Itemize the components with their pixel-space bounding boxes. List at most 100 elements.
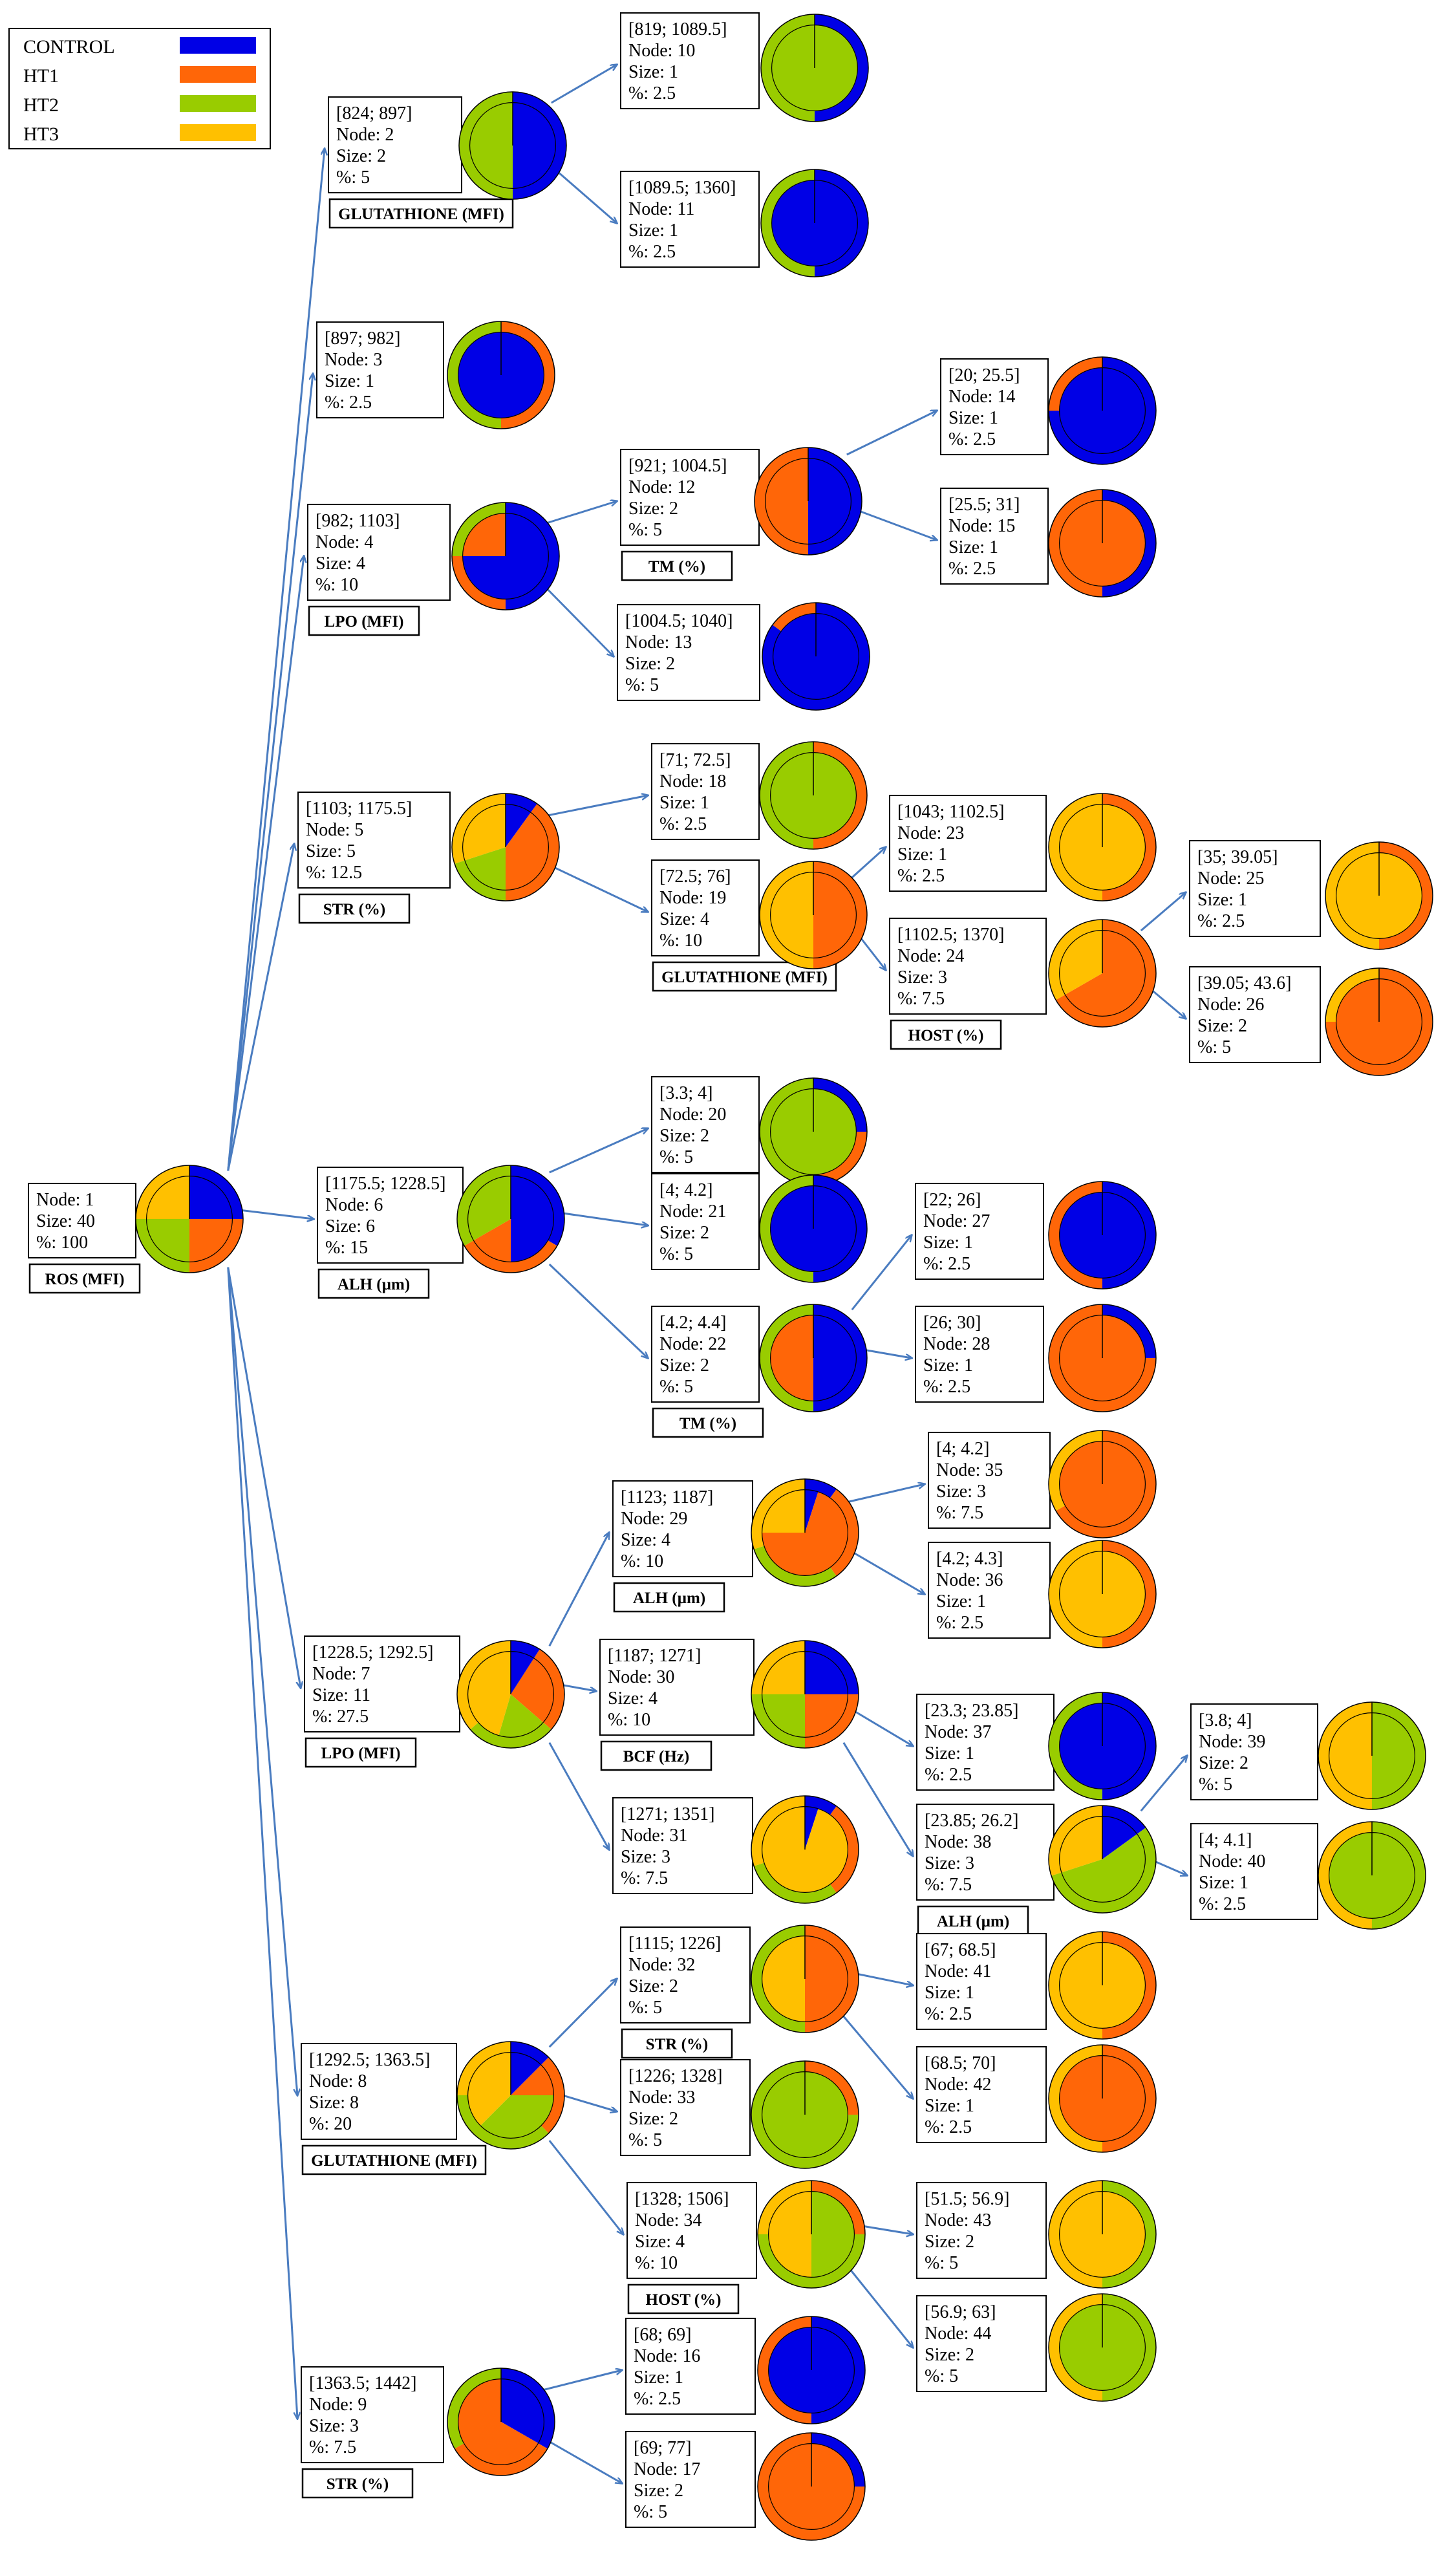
node-size-text: Size: 1	[628, 221, 678, 241]
node-pct-text: %: 2.5	[948, 559, 996, 579]
donut-outer-segment	[1049, 1430, 1102, 1511]
donut-outer-segment	[1049, 357, 1102, 411]
tree-edge-arrow	[548, 1263, 648, 1358]
node-size-text: Size: 4	[635, 2232, 685, 2252]
split-variable-label: ALH (µm)	[337, 1276, 410, 1293]
split-variable-box	[298, 893, 411, 924]
split-variable-label: STR (%)	[323, 901, 386, 918]
node-size-text: Size: 4	[659, 909, 709, 929]
donut-outer-segment	[451, 793, 506, 864]
legend-label: HT3	[23, 124, 59, 145]
tree-edge-arrow	[551, 65, 617, 104]
node-box	[620, 12, 760, 109]
node-pct-text: %: 12.5	[306, 863, 362, 883]
node-interval-text: [1103; 1175.5]	[306, 799, 412, 819]
node-size-text: Size: 1	[923, 1233, 973, 1253]
donut-inner-segment	[506, 812, 549, 890]
donut-outer-segment	[1048, 1806, 1102, 1876]
node-pct-text: %: 2.5	[925, 1765, 972, 1785]
node-pct-text: %: 2.5	[1197, 911, 1245, 931]
node-pct-text: %: 7.5	[925, 1875, 972, 1895]
split-variable-box	[621, 2028, 733, 2059]
legend-swatch	[180, 124, 256, 141]
donut-outer-segment	[760, 742, 813, 849]
donut-outer-segment	[758, 2181, 811, 2234]
node-box	[916, 1694, 1055, 1791]
donut-outer-segment	[1102, 1932, 1156, 2039]
node-size-text: Size: 1	[925, 1743, 974, 1764]
node-donut-chart	[751, 1478, 859, 1587]
node-donut-chart	[751, 1795, 859, 1904]
node-donut-chart	[447, 321, 555, 429]
node-donut-chart	[451, 793, 560, 901]
node-interval-text: [819; 1089.5]	[628, 19, 727, 39]
node-node-text: Node: 41	[925, 1961, 991, 1981]
tree-edge-arrow	[1140, 892, 1186, 932]
node-donut-chart	[760, 14, 869, 122]
node-box	[317, 1167, 464, 1264]
donut-outer-segment	[751, 1479, 805, 1549]
node-interval-text: [3.3; 4]	[659, 1083, 712, 1103]
donut-outer-segment	[1102, 1304, 1156, 1358]
split-variable-label: STR (%)	[646, 2036, 709, 2053]
node-box	[625, 2318, 756, 2415]
node-box	[928, 1542, 1051, 1639]
donut-outer-segment	[1102, 1806, 1146, 1834]
donut-outer-segment	[813, 742, 867, 849]
legend-label: HT1	[23, 65, 59, 87]
node-interval-text: [56.9; 63]	[925, 2302, 996, 2322]
node-pct-text: %: 5	[659, 1244, 693, 1264]
donut-outer-segment	[815, 169, 868, 277]
donut-outer-segment	[805, 1479, 837, 1498]
node-interval-text: [1292.5; 1363.5]	[309, 2050, 430, 2070]
donut-inner-segment	[189, 1219, 233, 1262]
donut-outer-segment	[751, 1925, 805, 2033]
donut-outer-segment	[1049, 2294, 1102, 2401]
node-size-text: Size: 1	[925, 2096, 974, 2116]
split-variable-box	[652, 1407, 764, 1438]
node-size-text: Size: 2	[1197, 1016, 1247, 1036]
node-box	[28, 1183, 136, 1258]
donut-outer-segment	[455, 860, 506, 901]
split-variable-box	[28, 1263, 141, 1294]
donut-inner-segment	[1061, 1833, 1146, 1903]
donut-outer-segment	[513, 92, 566, 199]
node-pct-text: %: 2.5	[923, 1254, 970, 1274]
node-box	[940, 488, 1049, 585]
tree-edge-arrow	[227, 844, 294, 1171]
donut-inner-segment	[805, 1651, 848, 1694]
node-node-text: Node: 5	[306, 820, 363, 840]
donut-outer-segment	[189, 1219, 243, 1273]
node-box	[1189, 966, 1321, 1063]
node-box	[620, 2059, 751, 2156]
donut-outer-segment	[1051, 1828, 1156, 1913]
node-donut-chart	[757, 2432, 866, 2541]
node-node-text: Node: 15	[948, 516, 1015, 536]
donut-inner-segment	[1329, 1712, 1372, 1799]
node-box	[916, 2046, 1047, 2143]
node-size-text: Size: 2	[925, 2345, 974, 2365]
node-interval-text: [982; 1103]	[316, 511, 400, 531]
node-size-text: Size: 1	[1197, 890, 1247, 910]
donut-outer-segment	[805, 1641, 859, 1694]
donut-outer-segment	[808, 448, 862, 555]
node-donut-chart	[1048, 793, 1157, 901]
donut-inner-segment	[464, 847, 506, 890]
donut-outer-segment	[1102, 2045, 1156, 2152]
split-variable-label: GLUTATHIONE (MFI)	[338, 206, 504, 223]
node-node-text: Node: 32	[628, 1955, 695, 1975]
node-interval-text: [25.5; 31]	[948, 495, 1020, 515]
node-donut-chart	[1048, 1805, 1157, 1914]
donut-inner-segment	[805, 1936, 848, 2022]
donut-inner-segment	[511, 1658, 554, 1723]
donut-outer-segment	[811, 2181, 865, 2234]
node-size-text: Size: 2	[925, 2232, 974, 2252]
node-size-text: Size: 2	[628, 1976, 678, 1996]
